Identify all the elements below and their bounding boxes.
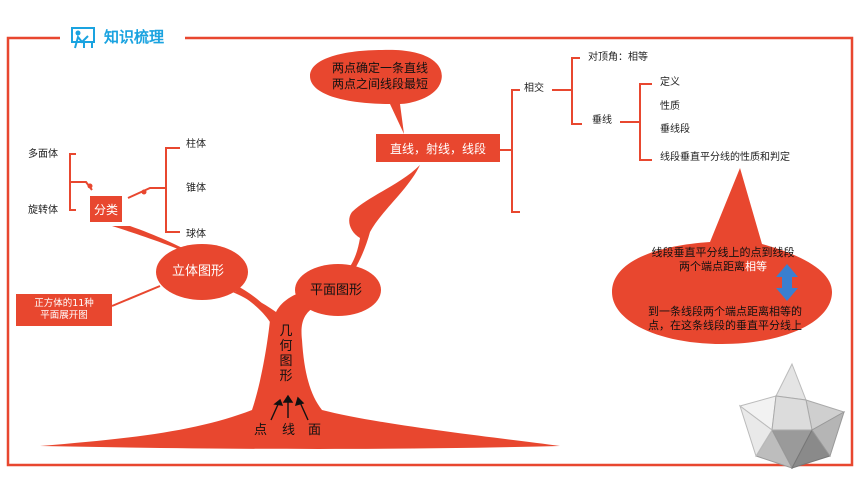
big-bubble-text-2: 到一条线段两个端点距离相等的 点，在这条线段的垂直平分线上 (632, 305, 818, 333)
plane-figure-ellipse (295, 264, 381, 316)
fact-bubble (310, 49, 442, 135)
fact-line-1: 两点确定一条直线 (331, 61, 428, 75)
root-label: 几 何 图 形 (276, 324, 296, 384)
prism-label: 柱体 (186, 139, 206, 150)
sphere-label: 球体 (186, 229, 206, 240)
root-char-4: 形 (279, 369, 293, 384)
bubble-line-4: 点，在这条线段的垂直平分线上 (648, 319, 802, 332)
solid-figure-ellipse (156, 244, 248, 300)
polyhedron-decoration (736, 360, 848, 472)
perp-bisector: 线段垂直平分线的性质和判定 (660, 152, 790, 163)
perp-property: 性质 (660, 101, 680, 112)
bubble-line-2-highlight: 相等 (745, 260, 767, 273)
bracket-solid-right (127, 147, 180, 233)
root-char-3: 图 (279, 354, 293, 369)
solid-figure-label: 立体图形 (172, 264, 225, 279)
root-point: 点 (254, 423, 268, 438)
bracket-solid-left (69, 153, 93, 211)
bubble-line-2: 两个端点距离相等 (630, 260, 816, 274)
net-box-line1: 正方体的11种 (34, 297, 94, 309)
net-box: 正方体的11种 平面展开图 (16, 294, 112, 326)
tree-trunk (40, 165, 560, 449)
net-connector (111, 285, 161, 307)
root-char-1: 几 (279, 324, 293, 339)
bubble-line-1: 线段垂直平分线上的点到线段 (651, 246, 795, 259)
revolution-body-label: 旋转体 (28, 205, 58, 216)
header: 知识梳理 (70, 24, 185, 50)
root-plane: 面 (308, 423, 322, 438)
branch-solid-lower (230, 284, 274, 322)
bracket-intersect (552, 57, 582, 125)
perp-definition: 定义 (660, 77, 680, 88)
bubble-line-3: 到一条线段两个端点距离相等的 (648, 305, 802, 318)
intersect-label: 相交 (524, 83, 544, 94)
root-char-2: 何 (279, 339, 293, 354)
teacher-presentation-icon (70, 24, 100, 50)
root-line: 线 (282, 423, 296, 438)
plane-figure-label: 平面图形 (310, 283, 363, 298)
bracket-lines (500, 89, 520, 213)
pyramid-label: 锥体 (186, 183, 206, 194)
net-box-line2: 平面展开图 (40, 310, 88, 321)
classify-box: 分类 (90, 196, 122, 222)
big-bubble (612, 168, 832, 344)
bracket-perp (620, 83, 652, 161)
double-arrow-icon (776, 264, 798, 301)
lines-box: 直线，射线，线段 (376, 134, 500, 162)
frame-border (6, 36, 854, 467)
perpendicular-label: 垂线 (592, 115, 612, 126)
vertical-angle-label: 对顶角：相等 (588, 52, 648, 63)
header-title: 知识梳理 (104, 28, 165, 46)
big-bubble-text: 线段垂直平分线上的点到线段 两个端点距离相等 (630, 246, 816, 274)
lines-box-label: 直线，射线，线段 (389, 141, 486, 156)
perp-segment: 垂线段 (660, 124, 690, 135)
classify-label: 分类 (93, 202, 118, 217)
bubble-line-2-prefix: 两个端点距离 (679, 260, 745, 273)
polyhedron-label: 多面体 (28, 149, 58, 160)
fact-bubble-text: 两点确定一条直线 两点之间线段最短 (318, 60, 442, 92)
fact-line-2: 两点之间线段最短 (331, 77, 428, 91)
